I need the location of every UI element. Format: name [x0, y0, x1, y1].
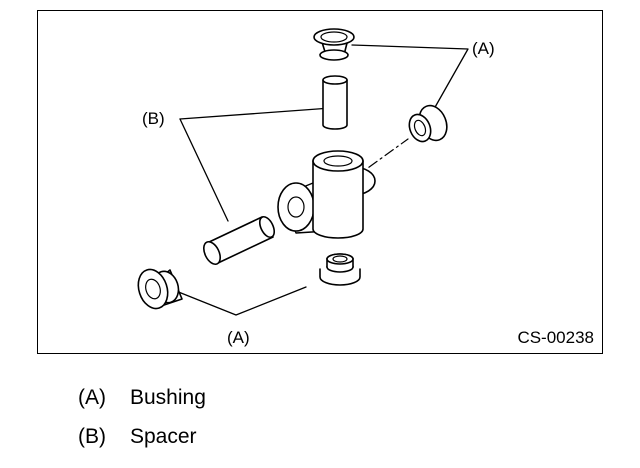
callout-a-bottom: (A): [227, 328, 250, 347]
legend-label: Bushing: [130, 386, 206, 409]
spacer-horizontal: [202, 215, 276, 266]
callout-a-top: (A): [472, 39, 495, 58]
housing: [277, 150, 376, 239]
figure-code: CS-00238: [517, 328, 594, 347]
leader-lines: [175, 44, 469, 316]
callout-b-left: (B): [142, 109, 165, 128]
legend-row-spacer: (B) Spacer: [78, 426, 197, 447]
leader-a-top: [351, 44, 469, 110]
legend-key: (B): [78, 425, 106, 448]
legend-row-bushing: (A) Bushing: [78, 387, 206, 408]
bushing-right: [408, 104, 448, 143]
bushing-bottom: [319, 253, 361, 286]
leader-b-left-down: [179, 118, 229, 222]
legend-label: Spacer: [130, 425, 197, 448]
bushing-left: [137, 268, 183, 310]
exploded-view-illustration: [137, 28, 469, 316]
leader-b-left: [179, 107, 332, 120]
legend-key: (A): [78, 386, 106, 409]
leader-a-bottom: [175, 286, 307, 316]
bushing-top: [313, 28, 355, 61]
spacer-vertical: [322, 75, 348, 130]
figure-frame: (A) (B) (A) CS-00238: [37, 10, 603, 354]
